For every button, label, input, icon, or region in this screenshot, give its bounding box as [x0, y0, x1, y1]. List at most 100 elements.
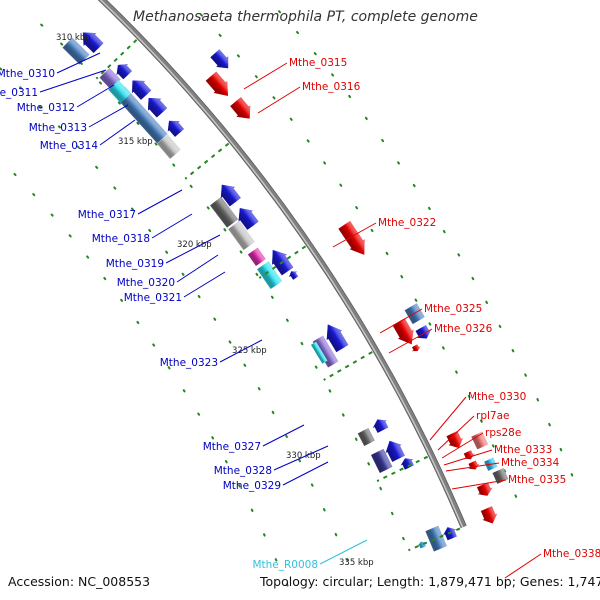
gene-block-blue-0327 [372, 419, 389, 433]
gene-block-steel-top [62, 37, 90, 65]
label-rps28e-leader [441, 432, 484, 459]
label-mthe_0326: Mthe_0326 [434, 323, 493, 335]
label-mthe_0338: Mthe_0338 [543, 548, 600, 560]
gene-block-red-0338 [480, 506, 498, 524]
guide-dots-3 [185, 0, 520, 505]
gene-block-red-0322 [338, 220, 365, 255]
gene-block-purple-0323 [312, 335, 339, 368]
gene-block-blue-top [82, 32, 104, 54]
label-mthe_0313-leader [88, 104, 129, 128]
gene-block-grey-0314 [157, 134, 181, 159]
label-mthe_0315-leader [243, 62, 288, 90]
label-mthe_0319-leader [165, 234, 221, 264]
label-mthe_0315: Mthe_0315 [289, 57, 347, 69]
gene-block-steel-r0008 [425, 525, 447, 552]
tick-label-0: 310 kbp [56, 33, 91, 43]
label-mthe_0329-leader [282, 461, 329, 486]
label-mthe_0317: Mthe_0317 [78, 209, 136, 221]
label-mthe_0312: Mthe_0312 [17, 102, 75, 114]
label-mthe_0334: Mthe_0334 [501, 457, 560, 469]
gene-block-blue-0318 [238, 208, 259, 230]
gene-block-blue-0313 [147, 97, 168, 118]
gene-block-blue-0323 [326, 324, 349, 353]
label-mthe_0312-leader [76, 84, 115, 108]
accession-text: Accession: NC_008553 [8, 574, 151, 589]
label-mthe_r0008-leader [319, 539, 368, 565]
gene-block-grey-0327 [357, 428, 375, 446]
label-mthe_0323-leader [219, 339, 263, 363]
label-mthe_0318-leader [151, 213, 193, 239]
genome-backbone [98, 0, 466, 528]
gene-block-navy-0328 [370, 448, 393, 473]
label-mthe_0320: Mthe_0320 [117, 277, 175, 289]
label-mthe_0316: Mthe_0316 [302, 81, 361, 93]
label-rpl7ae-leader [437, 415, 475, 451]
label-mthe_0334-leader [445, 462, 500, 472]
tick-mark-2 [258, 245, 307, 279]
tick-label-3: 325 kbp [232, 346, 267, 356]
gene-block-cyan-0323 [310, 341, 328, 364]
gene-block-pink-rpl7ae [471, 431, 489, 450]
gene-block-lgrey-0318 [228, 220, 255, 251]
gene-block-grey-0317 [210, 196, 239, 228]
tick-label-2: 320 kbp [177, 240, 212, 250]
tick-mark-1 [184, 142, 230, 180]
gene-block-red-0316 [230, 97, 251, 119]
label-mthe_0323: Mthe_0323 [160, 357, 218, 369]
label-mthe_0327-leader [262, 424, 305, 447]
gene-block-cyan-0311 [108, 80, 131, 103]
label-mthe_0328-leader [273, 445, 329, 471]
label-mthe_0316-leader [257, 86, 301, 114]
label-mthe_0325: Mthe_0325 [424, 303, 482, 315]
tick-label-1: 315 kbp [118, 137, 153, 147]
label-mthe_0317-leader [137, 189, 183, 215]
label-mthe_0328: Mthe_0328 [214, 465, 272, 477]
map-title: Methanosaeta thermophila PT, complete ge… [133, 9, 478, 25]
gene-block-blue-0317 [220, 184, 241, 207]
gene-block-blue-0315b [210, 49, 229, 69]
gene-block-rna-r0008 [417, 541, 427, 549]
gene-block-blue-0329 [400, 458, 414, 470]
label-rps28e: rps28e [485, 427, 521, 439]
label-mthe_0333: Mthe_0333 [494, 444, 552, 456]
tick-label-4: 330 kbp [286, 451, 321, 461]
label-mthe_0330: Mthe_0330 [468, 391, 526, 403]
label-mthe_r0008: Mthe_R0008 [252, 559, 318, 571]
label-mthe_0322-leader [332, 222, 377, 248]
label-mthe_0326-leader [388, 328, 433, 354]
gene-block-red-0335 [476, 482, 493, 496]
label-mthe_0335-leader [451, 479, 507, 490]
label-mthe_0338-leader [504, 553, 542, 579]
guide-dots-4 [267, 0, 576, 482]
label-rpl7ae: rpl7ae [476, 410, 509, 422]
label-mthe_0314-leader [99, 119, 136, 146]
gene-block-magenta-0319 [247, 247, 266, 266]
guide-dots-0 [0, 157, 295, 600]
label-mthe_0327: Mthe_0327 [203, 441, 261, 453]
gene-block-cyan-0319 [257, 261, 283, 290]
gene-block-red-0325 [392, 318, 414, 345]
gene-block-blue-0310 [116, 64, 132, 80]
label-mthe_0314: Mthe_0314 [40, 140, 99, 152]
label-mthe_0320-leader [176, 254, 219, 283]
tick-mark-0 [95, 39, 138, 80]
label-mthe_0329: Mthe_0329 [223, 480, 281, 492]
gene-block-blue-0326 [415, 325, 431, 339]
label-mthe_0321-leader [183, 271, 226, 298]
gene-block-blue-0312 [132, 80, 152, 100]
tick-mark-4 [376, 455, 429, 483]
label-mthe_0310: Mthe_0310 [0, 68, 55, 80]
label-mthe_0330-leader [429, 396, 467, 441]
gene-block-red-0315 [205, 71, 229, 96]
label-mthe_0318: Mthe_0318 [92, 233, 150, 245]
gene-block-red-rps28e [463, 450, 475, 460]
label-mthe_0313: Mthe_0313 [29, 122, 87, 134]
gene-block-blue-0328 [385, 440, 405, 462]
label-mthe_0333-leader [443, 449, 493, 466]
label-mthe_0311: Mthe_0311 [0, 87, 38, 99]
label-mthe_0321: Mthe_0321 [124, 292, 182, 304]
gene-block-red-0326b [411, 344, 421, 352]
label-mthe_0335: Mthe_0335 [508, 474, 566, 486]
gene-block-steel-0311 [114, 86, 168, 144]
tick-mark-5 [408, 527, 461, 552]
